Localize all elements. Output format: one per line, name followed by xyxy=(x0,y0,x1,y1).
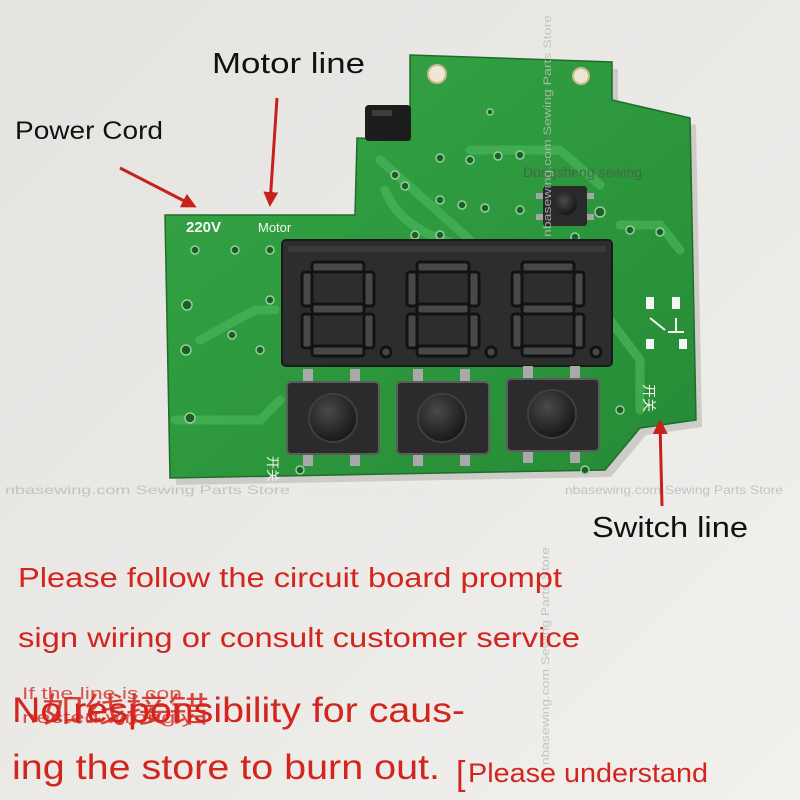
mounting-hole xyxy=(572,67,590,85)
notice-line-5: Please understand xyxy=(468,758,708,788)
motor-line-label: Motor line xyxy=(212,48,365,80)
notice-line-3: No responsibility for caus- xyxy=(12,691,465,730)
power-cord-arrow xyxy=(119,166,197,208)
transistor-highlight xyxy=(372,110,392,116)
watermark-text: nbasewing.com Sewing Parts Store xyxy=(5,483,290,497)
tactile-button-2 xyxy=(396,369,490,466)
circuit-board: 220V Motor 开关 开关 Dongsheng sewing xyxy=(164,54,697,482)
notice-overlay-small-2: nected wrongly xyxy=(22,708,195,727)
notice-overlay-zh: 如线接错 xyxy=(42,691,210,731)
tactile-button-3 xyxy=(506,366,600,463)
brand-overlay-text: Dongsheng sewing xyxy=(523,164,642,180)
silk-switch-label-left: 开关 xyxy=(265,456,280,482)
pcb-vias xyxy=(180,108,665,475)
switch-line-arrow xyxy=(652,419,668,507)
notice-line-4: ing the store to burn out. xyxy=(12,748,440,787)
silk-220v-label: 220V xyxy=(186,219,221,236)
switch-line-label: Switch line xyxy=(592,512,748,544)
watermark-text: nbasewing.com Sewing Parts Store xyxy=(565,483,783,497)
notice-bracket: [ xyxy=(456,755,466,793)
wiring-notice: Please follow the circuit board prompt s… xyxy=(12,562,708,793)
small-tactile-button xyxy=(536,186,594,226)
motor-line-arrow xyxy=(263,97,279,207)
tactile-button-1 xyxy=(286,369,380,466)
notice-line-2: sign wiring or consult customer service xyxy=(18,622,580,653)
silk-motor-label: Motor xyxy=(258,220,292,235)
watermark-text: nbasewing.com Sewing Parts Store xyxy=(305,485,517,497)
annotation-arrows xyxy=(119,97,668,507)
watermarks: nbasewing.com Sewing Parts Store nbasewi… xyxy=(5,15,783,765)
silk-switch-symbol xyxy=(646,297,687,349)
silk-switch-label-right: 开关 xyxy=(641,384,657,412)
notice-overlay-small-1: If the line is con xyxy=(22,684,182,703)
seven-segment-display xyxy=(281,239,613,367)
watermark-text: nbasewing.com Sewing Parts Store xyxy=(540,547,552,765)
power-cord-label: Power Cord xyxy=(15,117,163,145)
mounting-hole xyxy=(427,64,447,84)
notice-line-1: Please follow the circuit board prompt xyxy=(18,562,562,593)
watermark-text: nbasewing.com Sewing Parts Store xyxy=(542,15,554,237)
